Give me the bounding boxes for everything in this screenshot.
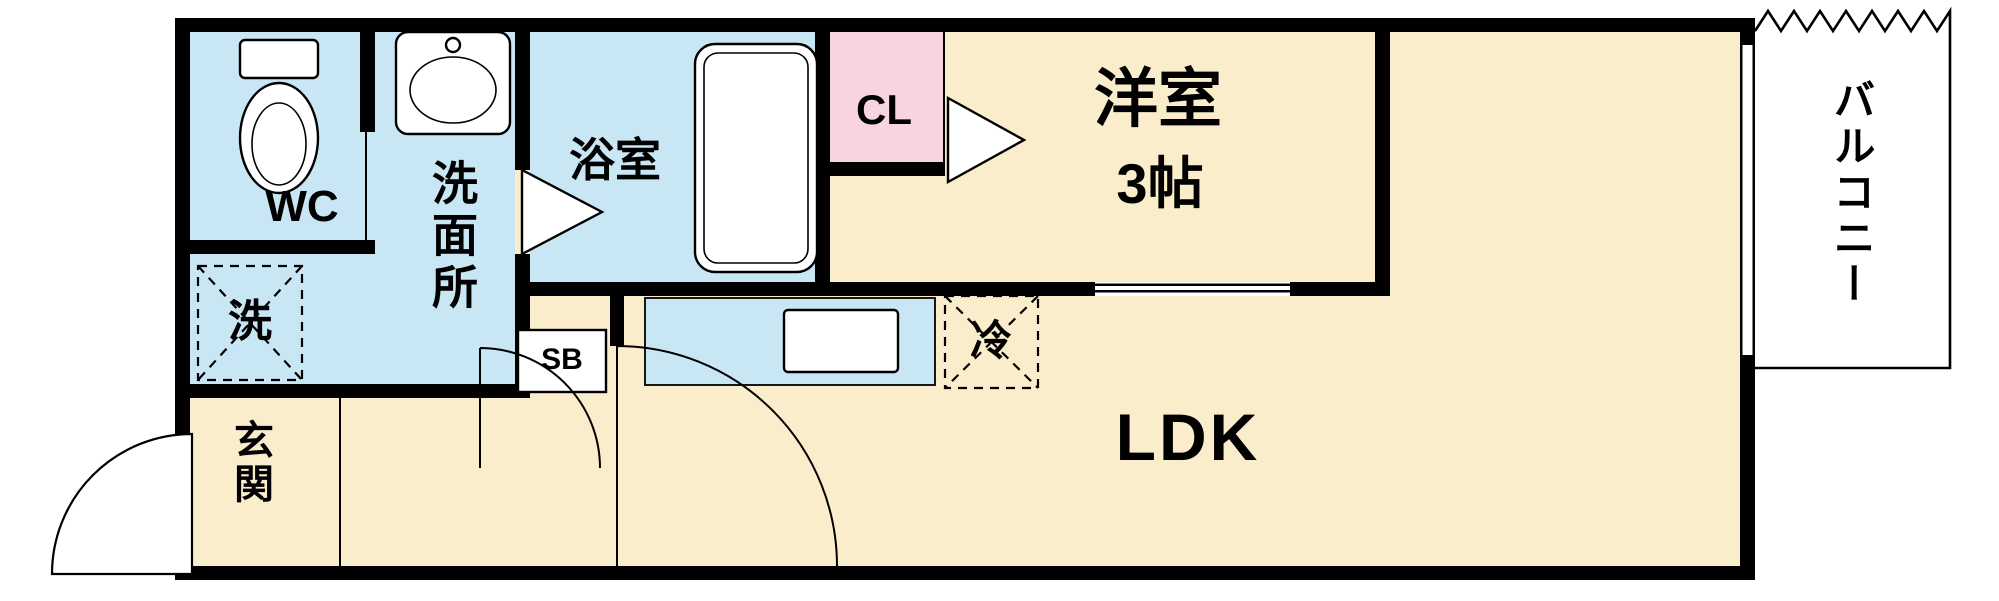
wall-top [175,18,1755,32]
bathtub-inner [703,52,809,264]
wall-closet-bottom [815,162,945,176]
bathtub-outer [693,42,819,274]
wall-washroom-bottom [175,384,530,398]
washing-machine-space-icon [196,264,304,382]
balcony-window-line [1740,45,1743,355]
wall-stub-kitchen [610,296,624,346]
wall-bottom [175,566,1755,580]
western-room-opening-line [1095,290,1290,293]
kitchen-counter [644,297,936,386]
western-room-opening-line [1095,283,1290,286]
wc-label: WC [265,182,339,231]
walls [175,18,1755,580]
wall-wc-bottom [190,240,375,254]
wc-door-line [365,132,367,240]
sink-icon [394,30,512,136]
washer-cross [197,265,303,381]
washroom-label: 洗面所 [426,159,478,315]
closet-label: CL [856,86,912,133]
basin-faucet [444,36,462,54]
fridge-box [943,294,1040,390]
fixtures [196,30,1040,394]
shoe-box-label: SB [541,343,583,376]
washroom-door-swing-arc [479,347,601,469]
wall-horizontal-right [1290,282,1390,296]
washer-label: 洗 [228,297,272,346]
wall-right-top [1740,18,1755,45]
windows [1095,45,1755,355]
balcony-window-line [1752,45,1755,355]
balcony-boundary-zigzag [1753,6,1952,370]
wall-bath-right [815,32,830,282]
wall-wc-right [360,32,375,132]
toilet-bowl [238,81,320,195]
doors [50,95,1027,576]
bathtub-icon [693,42,819,274]
wall-washroom-bath-upper [515,32,530,170]
entrance-label: 玄関 [228,419,272,507]
refrigerator-space-icon [943,294,1040,390]
wall-left [175,18,190,438]
basin-bowl [409,56,497,124]
entrance-door-swing-arc [50,432,194,576]
toilet-tank [238,38,320,80]
bathroom-label: 浴室 [569,134,661,186]
balcony-outline [1753,6,1952,370]
closet-floor-area [830,32,945,162]
kitchen-sink-icon [782,308,900,374]
balcony-window-gap [1740,45,1755,355]
wall-right-bottom [1740,355,1755,580]
basin-counter [394,30,512,136]
closet-edge-line [943,32,945,162]
fridge-cross [944,295,1039,389]
fridge-label: 冷 [969,317,1013,364]
washer-box [196,264,304,382]
western-room-label: 洋室 [1094,63,1222,135]
closet-folding-door-icon [946,95,1027,185]
bathroom-folding-door-icon [520,168,605,256]
balcony-label: バルコニー [1828,78,1875,308]
entrance-step-line [339,398,341,566]
toilet-bowl-inner [251,102,307,186]
ldk-door-swing-arc [616,345,838,567]
western-room-size: 3帖 [1116,152,1204,215]
wall-horizontal-left [515,282,1095,296]
toilet-icon [238,38,320,195]
wall-western-room-right [1375,32,1390,296]
ldk-label: LDK [1115,400,1261,474]
